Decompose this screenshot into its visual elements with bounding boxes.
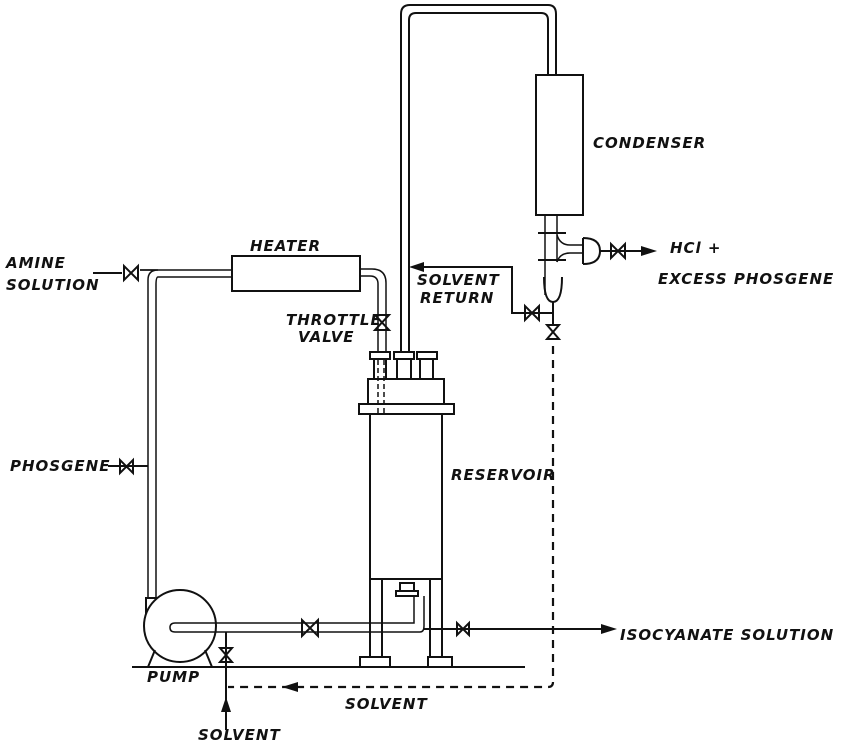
hcl-label-line2: EXCESS PHOSGENE (658, 270, 834, 288)
phosgene-label: PHOSGENE (10, 457, 110, 475)
isocyanate-outlet-arrow (601, 624, 617, 634)
throttle-valve[interactable] (372, 314, 392, 331)
heater-outlet-pipe (360, 268, 387, 352)
amine-label-line2: SOLUTION (6, 276, 100, 294)
solvent-drain-valve[interactable] (544, 324, 562, 340)
solvent-recycle-label: SOLVENT (345, 695, 428, 713)
condenser-outlet (538, 215, 583, 304)
reservoir-head (358, 351, 455, 425)
pump (143, 589, 217, 668)
phosgene-feed-valve[interactable] (119, 457, 134, 476)
pump-suction-feed-pipe (140, 269, 232, 598)
pump-discharge-valve[interactable] (301, 617, 319, 639)
isocyanate-label: ISOCYANATE SOLUTION (620, 626, 834, 644)
amine-feed-valve[interactable] (123, 263, 139, 283)
reservoir (369, 413, 443, 580)
solvent-feed-valve[interactable] (217, 647, 235, 663)
hcl-outlet-valve[interactable] (610, 241, 626, 261)
hcl-label-line1: HCl + (670, 239, 722, 257)
reservoir-bottom-nozzle (395, 582, 419, 597)
solvent-recycle-arrow (282, 682, 298, 692)
condenser-label: CONDENSER (593, 134, 706, 152)
throttle-label-line2: VALVE (298, 328, 355, 346)
solvent-feed-label: SOLVENT (198, 726, 281, 744)
heater-label: HEATER (250, 237, 321, 255)
solvent-return-valve[interactable] (524, 303, 540, 323)
overhead-vapor-pipe (400, 4, 557, 352)
pump-discharge-pipe (169, 596, 425, 633)
hcl-outlet-arrow (641, 246, 657, 256)
amine-label-line1: AMINE (5, 254, 66, 272)
reservoir-label: RESERVOIR (451, 466, 556, 484)
solvent-feed-arrow (221, 697, 231, 712)
throttle-label-line1: THROTTLE (286, 311, 382, 329)
reservoir-supports (359, 579, 453, 668)
solvent-return-label-line1: SOLVENT (417, 271, 500, 289)
solvent-return-line (409, 262, 554, 314)
gas-separator (582, 237, 602, 265)
isocyanate-outlet-valve[interactable] (456, 620, 470, 638)
heater (231, 255, 361, 292)
condenser (535, 74, 584, 216)
pump-label: PUMP (147, 668, 200, 686)
solvent-return-label-line2: RETURN (420, 289, 494, 307)
solvent-recycle-line (228, 346, 555, 689)
